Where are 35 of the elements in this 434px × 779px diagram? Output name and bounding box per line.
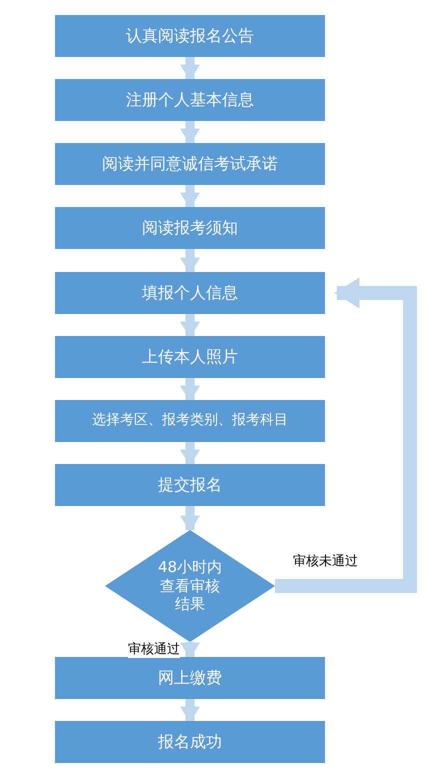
step-text: 阅读并同意诚信考试承诺 [101, 154, 279, 174]
step-text: 提交报名 [157, 475, 223, 495]
process-box [55, 79, 325, 121]
step-text: 注册个人基本信息 [125, 90, 255, 110]
arrow [180, 121, 200, 145]
step-text: 认真阅读报名公告 [125, 26, 255, 46]
arrow [180, 699, 200, 723]
process-box [55, 15, 325, 57]
arrow [180, 57, 200, 81]
process-box [55, 400, 325, 442]
process-box [55, 336, 325, 378]
process-box [55, 464, 325, 506]
edge-label: 审核通过 [128, 640, 180, 658]
step-text: 上传本人照片 [141, 347, 239, 367]
arrow [180, 506, 200, 532]
process-box [55, 657, 325, 699]
edge-label: 审核未通过 [293, 552, 358, 570]
step-text: 网上缴费 [157, 668, 223, 688]
decision-text: 48小时内查看审核结果 [156, 558, 224, 614]
step-text: 选择考区、报考类别、报考科目 [91, 412, 289, 430]
step-text: 报名成功 [157, 732, 223, 752]
step-text: 阅读报考须知 [141, 218, 239, 238]
process-box [55, 721, 325, 763]
process-box [55, 207, 325, 249]
process-box [55, 143, 325, 185]
process-box [55, 272, 325, 314]
arrow [180, 442, 200, 466]
arrow [180, 378, 200, 402]
arrow [180, 185, 200, 209]
arrow [275, 278, 417, 593]
arrow [180, 314, 200, 338]
decision-diamond [105, 530, 275, 642]
step-text: 填报个人信息 [141, 283, 239, 303]
arrow [180, 642, 200, 659]
arrow [180, 249, 200, 274]
